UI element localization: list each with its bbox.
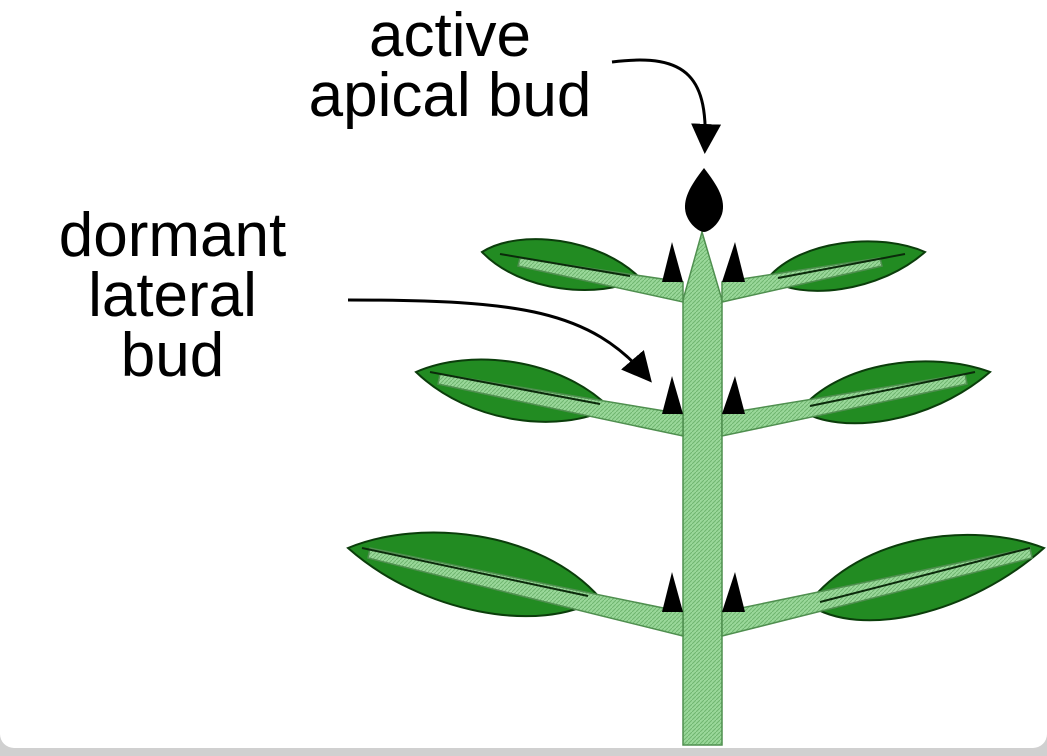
lateral-bud bbox=[722, 572, 745, 612]
midrib bbox=[361, 547, 589, 597]
branch-lower-right bbox=[721, 547, 1033, 637]
lateral-arrow bbox=[347, 298, 652, 383]
apical-arrow bbox=[611, 58, 722, 154]
lateral-bud bbox=[662, 242, 683, 282]
branch-middle-right bbox=[721, 373, 968, 437]
main-stem bbox=[682, 229, 723, 746]
lateral-bud bbox=[662, 572, 683, 612]
midrib bbox=[499, 253, 631, 277]
branch-upper-right bbox=[721, 257, 883, 303]
midrib-group bbox=[361, 253, 1031, 603]
lateral-bud bbox=[722, 376, 745, 414]
midrib bbox=[819, 547, 1031, 603]
lateral-bud-label-line: bud bbox=[120, 321, 225, 390]
lateral-buds bbox=[662, 242, 745, 612]
lateral-bud bbox=[662, 376, 683, 414]
branch-middle-left bbox=[437, 373, 684, 437]
lateral-bud bbox=[722, 242, 745, 282]
lateral-bud-label-line: lateral bbox=[88, 261, 257, 330]
apical-bud-label-line: apical bud bbox=[308, 61, 592, 130]
midrib bbox=[429, 371, 601, 405]
midrib bbox=[809, 371, 976, 407]
lateral-bud-label: dormant lateral bud bbox=[0, 201, 345, 390]
branch-lower-left bbox=[367, 547, 684, 637]
stem-group bbox=[367, 229, 1033, 746]
apical-bud bbox=[684, 168, 724, 232]
midrib bbox=[777, 253, 906, 279]
lateral-bud-label-line: dormant bbox=[58, 201, 287, 270]
apical-bud-label: active apical bud bbox=[230, 1, 670, 130]
apical-bud-label-line: active bbox=[369, 1, 531, 70]
